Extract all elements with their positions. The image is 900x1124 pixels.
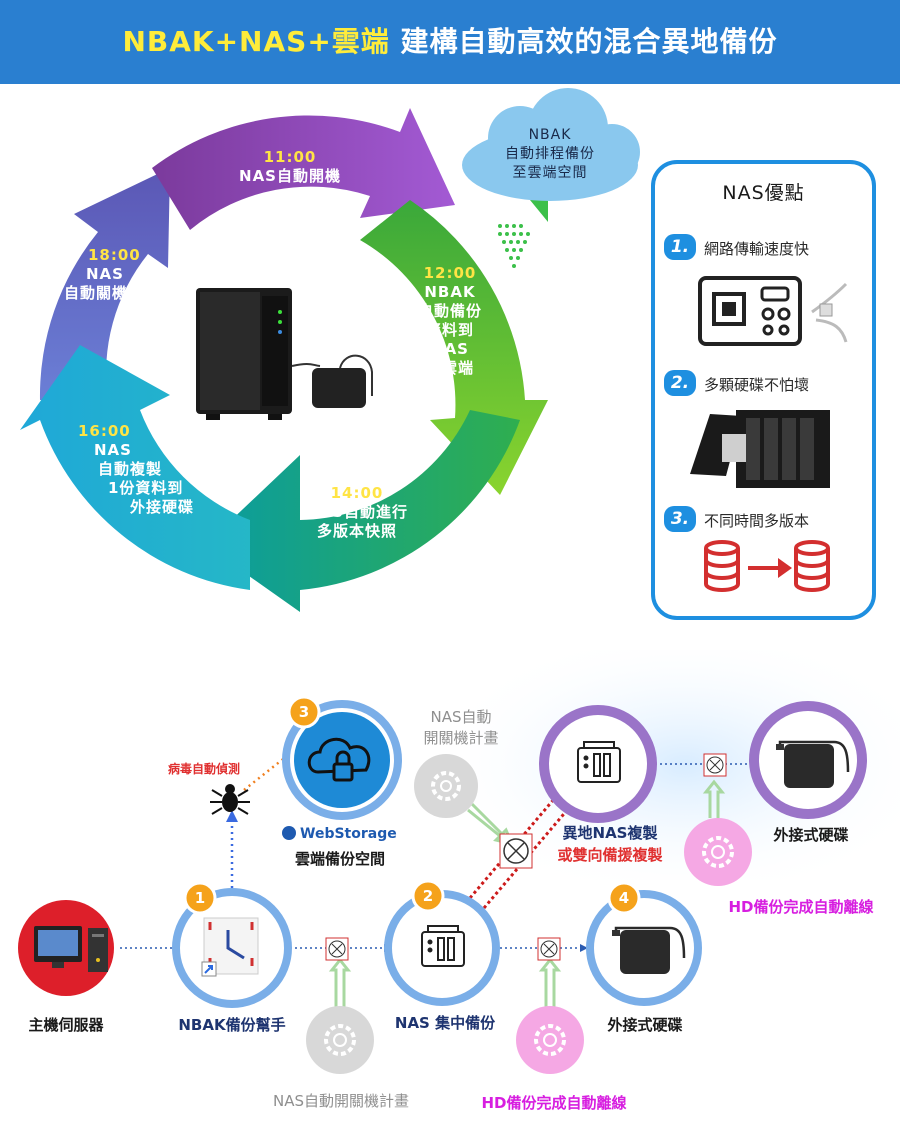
- nas-central-label: NAS 集中備份: [394, 1014, 496, 1032]
- page-title: NBAK+NAS+雲端 建構自動高效的混合異地備份: [0, 0, 900, 84]
- external-hdd-icon: [612, 926, 686, 974]
- stage-1100: 11:00 NAS自動開機: [220, 148, 360, 186]
- stage-1800: 18:00 NAS 自動關機: [64, 246, 164, 303]
- remote-nas-label: 異地NAS複製: [562, 824, 658, 842]
- gear-icon: [516, 1006, 584, 1074]
- step-badge-1: 1: [194, 889, 206, 907]
- cloud-backup-label: 雲端備份空間: [294, 850, 385, 868]
- nas-schedule-bottom-label: NAS自動開關機計畫: [272, 1092, 409, 1110]
- stage-1200-line: NAS: [431, 340, 469, 358]
- hd-offline-bottom-label: HD備份完成自動離線: [481, 1094, 627, 1112]
- stage-1100-time: 11:00: [263, 148, 317, 166]
- cloud-shape: [462, 88, 640, 201]
- cycle-segment-1400: [205, 410, 520, 612]
- external-drive-image: [291, 354, 373, 408]
- cycle-segment-1800: [39, 168, 171, 400]
- stage-1400-time: 14:00: [330, 484, 384, 502]
- stage-1400-line: NAS自動進行: [306, 503, 408, 521]
- database-versions-icon: [704, 540, 830, 592]
- nas-schedule-line: NAS自動: [430, 708, 492, 726]
- cloud-line: 自動排程備份: [505, 146, 595, 162]
- virus-bug-icon: [210, 784, 250, 815]
- stage-1200-line: 自動備份: [417, 302, 482, 320]
- backup-flow-diagram: [18, 650, 900, 1074]
- stage-1100-text: NAS自動開機: [239, 167, 341, 185]
- stage-1200-time: 12:00: [423, 264, 477, 282]
- title-highlight: NBAK+NAS+雲端: [122, 25, 390, 58]
- stage-1600-line: NAS: [94, 441, 132, 459]
- upload-arrow-icon: [498, 200, 548, 268]
- webstorage-brand: WebStorage: [282, 826, 422, 842]
- cloud-lock-icon: [307, 737, 371, 782]
- advantage-text: 網路傳輸速度快: [704, 240, 810, 258]
- cloud-text: NBAK 自動排程備份 至雲端空間: [490, 126, 610, 183]
- advantage-text: 不同時間多版本: [704, 512, 810, 530]
- cycle-segment-1600: [20, 345, 250, 590]
- stage-1600-time: 16:00: [78, 422, 131, 440]
- webstorage-brand-text: WebStorage: [300, 826, 397, 842]
- title-banner: [0, 0, 900, 84]
- stage-1400: 14:00 NAS自動進行 多版本快照: [292, 484, 422, 541]
- gear-icon: [414, 754, 478, 818]
- host-server-label: 主機伺服器: [28, 1016, 104, 1034]
- gear-icon: [684, 818, 752, 886]
- remote-hdd-icon: [776, 740, 850, 788]
- nbak-app-icon: [201, 917, 259, 977]
- gear-icon: [306, 1006, 374, 1074]
- advantage-text: 多顆硬碟不怕壞: [704, 376, 810, 394]
- advantage-number: 2.: [664, 370, 696, 396]
- external-hdd-label: 外接式硬碟: [607, 1016, 683, 1034]
- advantage-number: 3.: [664, 506, 696, 532]
- stage-1200-line: 與雲端: [425, 359, 474, 377]
- step-badge-3: 3: [298, 703, 310, 721]
- step-badge-2: 2: [422, 887, 434, 905]
- remote-nas-icon: [577, 741, 621, 783]
- nbak-label: NBAK備份幫手: [178, 1016, 286, 1034]
- cloud-line: 至雲端空間: [512, 165, 588, 181]
- stage-1400-line: 多版本快照: [316, 522, 397, 540]
- host-server-icon: [18, 900, 114, 996]
- stage-1200-line: NBAK: [424, 283, 476, 301]
- nas-central-icon: [421, 925, 465, 967]
- step-badges: [183, 695, 641, 915]
- stage-1600-line: 外接硬碟: [130, 498, 195, 516]
- title-main: 建構自動高效的混合異地備份: [389, 25, 778, 58]
- stage-1800-time: 18:00: [88, 246, 141, 264]
- nas-schedule-label: NAS自動 開關機計畫: [406, 706, 516, 748]
- cycle-segment-1100: [152, 108, 455, 230]
- stage-1800-line: 自動關機: [64, 284, 129, 302]
- remote-nas-label-2: 或雙向備援複製: [557, 846, 663, 864]
- nas-device-image: [196, 288, 292, 420]
- stage-1600-line: 自動複製: [98, 460, 163, 478]
- step-badge-4: 4: [618, 889, 630, 907]
- webstorage-logo-icon: [282, 826, 296, 840]
- panel-title: NAS優點: [722, 182, 805, 204]
- cycle-diagram: [20, 88, 640, 612]
- multi-disk-nas-icon: [690, 410, 830, 488]
- virus-detect-label: 病毒自動偵測: [168, 762, 241, 776]
- stage-1600: 16:00 NAS 自動複製 1份資料到 外接硬碟: [78, 422, 218, 517]
- stage-1200-line: 資料到: [425, 321, 474, 339]
- hd-offline-right-label: HD備份完成自動離線: [728, 898, 874, 916]
- stage-1800-line: NAS: [86, 265, 124, 283]
- cloud-line: NBAK: [528, 127, 572, 143]
- network-board-icon: [698, 276, 848, 346]
- advantage-number: 1.: [664, 234, 696, 260]
- stage-1200: 12:00 NBAK 自動備份 資料到 NAS 與雲端: [400, 264, 500, 378]
- nas-schedule-line: 開關機計畫: [423, 729, 499, 747]
- remote-hdd-label: 外接式硬碟: [773, 826, 849, 844]
- switch-icons: [325, 753, 727, 961]
- stage-1600-line: 1份資料到: [108, 479, 184, 497]
